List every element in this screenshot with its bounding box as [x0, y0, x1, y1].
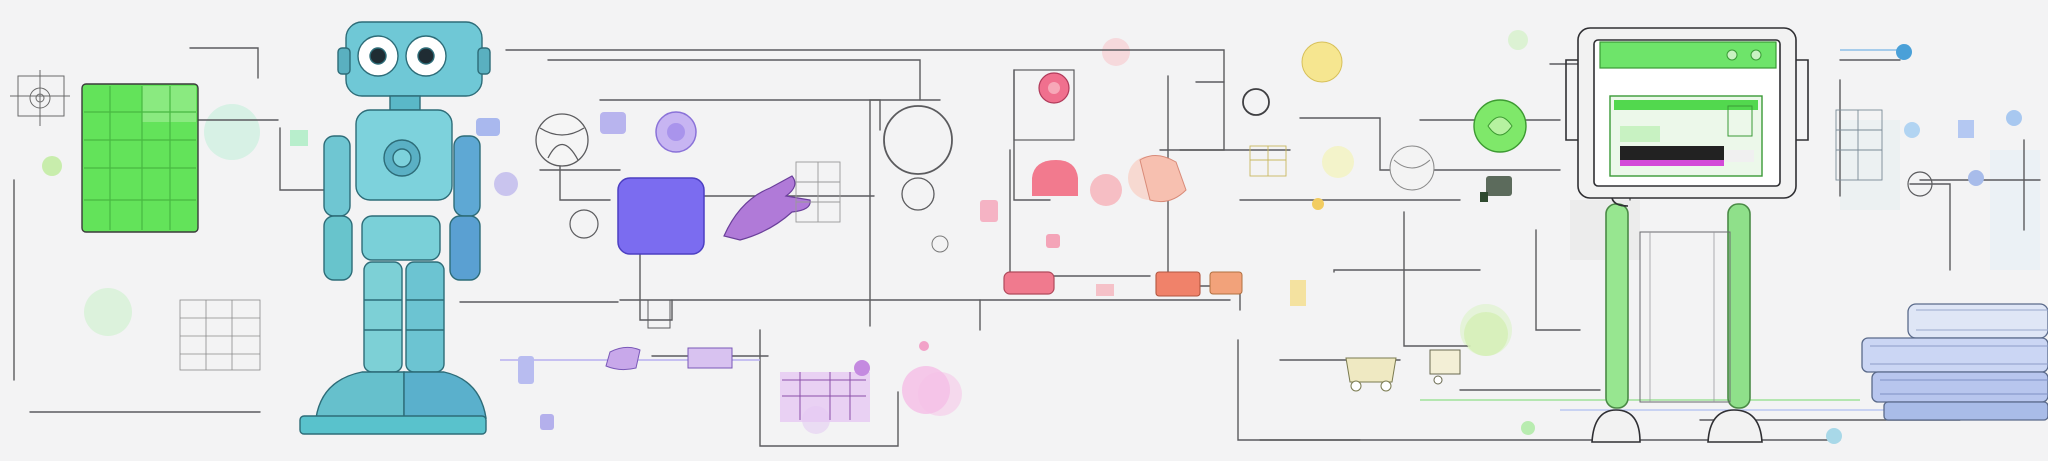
yellow-orb-icon	[1301, 41, 1343, 83]
purple-gadget-sketch-icon	[605, 346, 733, 371]
sketch-grid-icon	[179, 299, 261, 371]
blue-bar-icon	[518, 356, 534, 384]
blue-dot-mid-icon	[1968, 170, 1984, 186]
gear-sketch-icon	[10, 70, 70, 126]
blue-tile-icon	[1958, 120, 1974, 138]
circuit-lines	[13, 47, 2041, 447]
teal-dot-icon	[1826, 428, 1842, 444]
globe-sketch-icon	[535, 113, 589, 167]
small-block-icon	[290, 130, 308, 146]
cart-sketch-icon	[1429, 349, 1461, 385]
yellow-dot-icon	[1312, 198, 1324, 210]
ring-icon	[569, 209, 599, 239]
green-orb-leaf	[1487, 116, 1513, 136]
yellow-sketch-icon	[1249, 145, 1287, 177]
salmon-sketch-icon	[1139, 155, 1187, 203]
small-blue-block-icon	[540, 414, 554, 430]
yellow-block-icon	[1290, 280, 1306, 306]
lavender-chip-icon	[600, 112, 626, 134]
pink-dot-icon	[919, 341, 929, 351]
purple-square	[617, 177, 705, 255]
building-sketch-icon	[795, 161, 841, 223]
blue-chip-icon	[476, 118, 500, 136]
blue-dot-right-icon	[2006, 110, 2022, 126]
robot-character	[299, 21, 491, 435]
light-blue-dot-icon	[1904, 122, 1920, 138]
black-ring-icon	[1242, 88, 1270, 116]
pink-chip-icon	[1046, 234, 1060, 248]
small-ring-right-icon	[1907, 171, 1933, 197]
pink-block-icon	[980, 200, 998, 222]
pink-blob-icon	[902, 366, 950, 414]
large-ring-icon	[883, 105, 953, 175]
green-grid-panel	[81, 83, 199, 233]
pink-dome-icon	[1032, 160, 1078, 196]
frame-box	[1013, 69, 1075, 141]
bracket-box-icon	[647, 299, 671, 329]
mint-dot-icon	[1521, 421, 1535, 435]
dark-chip-foot	[1480, 192, 1488, 202]
hand-sketch-icon	[723, 175, 811, 241]
device-sketch-right-icon	[1835, 109, 1883, 181]
machine-robot	[1565, 27, 1809, 443]
salmon-box-icon	[1155, 271, 1201, 297]
pink-orb-core	[1048, 82, 1060, 94]
stacked-books	[1861, 303, 2048, 421]
pink-capsule-icon	[1003, 271, 1055, 295]
tiny-ring-icon	[931, 235, 949, 253]
dark-chip-icon	[1486, 176, 1512, 196]
vehicle-sketch-icon	[1345, 357, 1397, 392]
lime-blob-icon	[1464, 312, 1508, 356]
small-ring-icon	[901, 177, 935, 211]
blue-dot-icon	[1896, 44, 1912, 60]
lavender-dot-icon	[494, 172, 518, 196]
globe-arc	[1393, 159, 1431, 169]
green-dot-icon	[42, 156, 62, 176]
pink-tile-icon	[1096, 284, 1114, 296]
machine-cluster-sketch-icon	[780, 360, 870, 422]
purple-orb-core	[667, 123, 685, 141]
orange-box-icon	[1209, 271, 1243, 295]
pink-blob-small-icon	[1090, 174, 1122, 206]
